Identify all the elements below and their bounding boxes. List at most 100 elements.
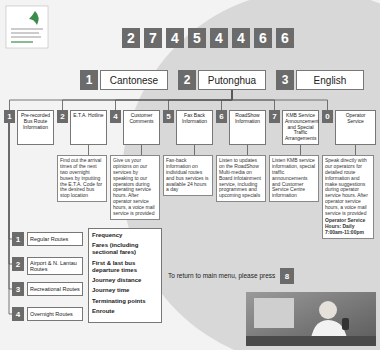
option-number: 4 (110, 110, 121, 123)
node-text: Frequency (92, 232, 158, 239)
node-text: Listen KMB service information, special … (272, 158, 316, 199)
photo (246, 292, 376, 346)
node-text: 1 (16, 235, 20, 244)
option-number: 3 (276, 70, 294, 90)
photo-head (319, 301, 337, 319)
connector-line (169, 90, 233, 110)
photo-phone (342, 318, 349, 330)
connector-line (10, 90, 233, 110)
node-text: 2 (184, 73, 191, 87)
node-text: RoadShow Information (232, 113, 263, 125)
service-box: KMB Service Announcement and Special Tra… (282, 110, 319, 145)
service-box: Customer Comments (123, 110, 160, 145)
option-number: 1 (4, 110, 15, 123)
node-text: Give us your opinions on our services by… (113, 158, 157, 217)
node-text: Terminating points (92, 298, 158, 305)
description-box: Listen KMB service information, special … (269, 155, 319, 202)
node-text: Listen to updates on the RoadShow Multi-… (219, 158, 263, 199)
logo-frame (6, 6, 48, 48)
connector-line (116, 90, 233, 110)
node-text: 2 (127, 30, 135, 46)
option-number: 2 (57, 110, 68, 123)
service-box: Operator Service (335, 110, 376, 145)
logo-line (11, 37, 41, 38)
dial-digit: 2 (122, 28, 140, 48)
dial-digit: 4 (166, 28, 184, 48)
node-text: 7 (272, 112, 276, 121)
node-text: 4 (16, 310, 20, 319)
node-text: Find out the arrival times of the next t… (60, 158, 104, 199)
node-text: 4 (171, 30, 179, 46)
node-text: Fax Back Information (179, 113, 210, 125)
route-type-box: Recreational Routes (27, 282, 83, 296)
description-box: Listen to updates on the RoadShow Multi-… (216, 155, 266, 202)
node-text: Overnight Routes (30, 311, 73, 317)
dial-digit: 4 (232, 28, 250, 48)
dial-digit: 7 (144, 28, 162, 48)
photo-desk (246, 336, 376, 346)
connector-line (88, 145, 89, 155)
option-number: 0 (322, 110, 333, 123)
language-box: English (296, 70, 364, 90)
connector-line (63, 90, 233, 110)
service-box: RoadShow Information (229, 110, 266, 145)
connector-line (222, 90, 233, 110)
dial-digit: 5 (188, 28, 206, 48)
node-text: 8 (285, 272, 289, 281)
option-number: 1 (12, 232, 24, 246)
dial-digit: 6 (276, 28, 294, 48)
node-text: 6 (281, 30, 289, 46)
node-text: English (314, 75, 347, 86)
node-text: Pre-recorded Bus Route Information (20, 113, 51, 130)
node-text: Operator Service Hours: Daily 7:00am-11:… (325, 218, 371, 236)
language-box: Putonghua (198, 70, 266, 90)
service-box: Fax Back Information (176, 110, 213, 145)
node-text: Regular Routes (30, 236, 68, 242)
description-box: Speak directly with our operators for de… (322, 155, 374, 239)
node-text: 2 (60, 112, 64, 121)
node-text: 3 (16, 285, 20, 294)
logo-line (11, 41, 33, 42)
route-type-box: Regular Routes (27, 232, 83, 246)
node-text: 2 (16, 260, 20, 269)
node-text: 3 (282, 73, 289, 87)
service-box: Pre-recorded Bus Route Information (17, 110, 54, 145)
option-number: 3 (12, 282, 24, 296)
node-text: Journey distance (92, 277, 158, 284)
option-number: 2 (12, 257, 24, 271)
connector-line (9, 123, 12, 239)
logo-emblem (29, 11, 39, 25)
option-number: 6 (216, 110, 227, 123)
description-box: Find out the arrival times of the next t… (57, 155, 107, 202)
connector-line (355, 145, 356, 155)
option-number: 1 (80, 70, 98, 90)
service-box: E.T.A. Hotline (70, 110, 107, 145)
dial-digit: 6 (254, 28, 272, 48)
info-list: FrequencyFares (including sectional fare… (88, 228, 162, 323)
node-text: Customer Comments (126, 113, 157, 125)
node-text: 1 (86, 73, 93, 87)
route-type-box: Overnight Routes (27, 307, 83, 321)
node-text: 5 (193, 30, 201, 46)
node-text: Enroute (92, 308, 158, 315)
node-text: 0 (325, 112, 329, 121)
photo-ground (246, 292, 376, 346)
connector-line (300, 145, 301, 155)
node-text: 4 (237, 30, 245, 46)
instruction-label: To return to main menu, please press (168, 272, 275, 279)
node-text: KMB Service Announcement and Special Tra… (285, 113, 316, 142)
option-number: 8 (280, 268, 294, 284)
option-number: 4 (12, 307, 24, 321)
node-text: 5 (166, 112, 170, 121)
node-text: First & last bus departure times (92, 260, 158, 274)
connector-line (194, 145, 195, 155)
node-text: Operator Service (338, 113, 373, 125)
option-number: 7 (269, 110, 280, 123)
connector-line (141, 145, 142, 155)
node-text: 6 (219, 112, 223, 121)
photo-window (254, 298, 294, 328)
node-text: E.T.A. Hotline (73, 113, 104, 119)
node-text: 7 (149, 30, 157, 46)
node-text: Airport & N. Lantau Routes (30, 260, 80, 273)
logo-line (11, 29, 43, 30)
